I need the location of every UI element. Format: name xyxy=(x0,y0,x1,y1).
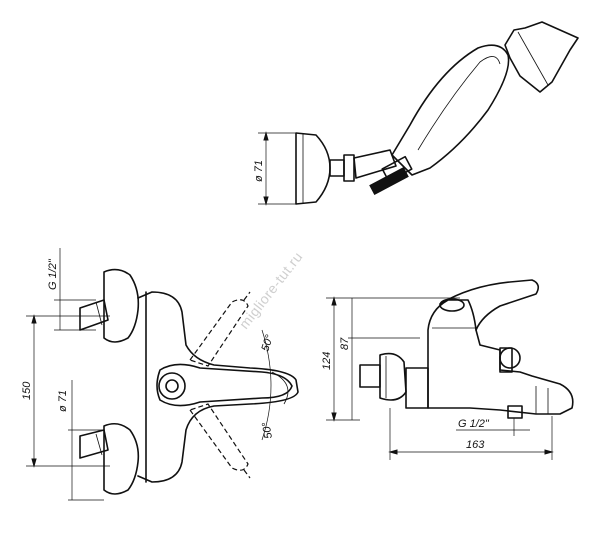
side-view: 124 87 G 1/2" 163 xyxy=(321,279,574,460)
side-height-overall-label: 124 xyxy=(321,352,333,370)
side-flange xyxy=(379,352,407,401)
shower-bracket-nut xyxy=(329,159,345,177)
mixer-body xyxy=(137,291,299,483)
side-body-nut xyxy=(405,367,429,409)
shower-handle xyxy=(391,44,510,176)
spout-outline xyxy=(271,371,289,405)
side-lever xyxy=(439,279,540,331)
side-dim163-arrows xyxy=(388,449,554,455)
hand-shower: ø 71 xyxy=(253,21,579,206)
hose-connector-nut xyxy=(381,155,413,183)
front-height-label: 150 xyxy=(21,381,33,400)
side-dim124-arrows xyxy=(331,296,337,422)
shower-holder-arm xyxy=(353,149,397,179)
shower-head xyxy=(504,21,579,93)
angle-upper-label: 50° xyxy=(259,333,276,353)
shower-bracket-collar xyxy=(343,154,355,182)
lever-lower-swing xyxy=(189,403,251,479)
angle-lower-label: 50° xyxy=(260,421,275,440)
angle-arc xyxy=(261,329,272,441)
side-thread-label: G 1/2" xyxy=(458,418,490,430)
lever-pivot-inner xyxy=(165,379,179,393)
shower-bracket-disk xyxy=(295,132,331,205)
side-height-inner-label: 87 xyxy=(339,337,351,350)
shower-handle-inner xyxy=(417,56,501,151)
watermark: migliore-tut.ru xyxy=(236,249,306,332)
lever-pivot-outer xyxy=(158,372,186,400)
diverter-knob xyxy=(499,347,521,369)
lower-eccentric-flange xyxy=(103,422,140,495)
hose-outlet xyxy=(507,405,523,419)
side-inlet-pipe xyxy=(359,364,381,388)
front-view: 50° 50° G 1/2" 150 ø 71 xyxy=(21,248,299,501)
shower-diameter-label: ø 71 xyxy=(253,160,265,182)
front-diameter-label: ø 71 xyxy=(57,390,69,412)
height-dim-arrows xyxy=(31,314,37,468)
side-length-label: 163 xyxy=(466,439,485,451)
front-thread-label: G 1/2" xyxy=(47,258,59,290)
shower-dim-arrows xyxy=(263,131,269,206)
upper-inlet-line xyxy=(95,301,103,326)
lower-inlet-line xyxy=(95,433,103,456)
lower-inlet-pipe xyxy=(79,429,109,459)
upper-eccentric-flange xyxy=(103,268,140,343)
lever-handle xyxy=(156,363,293,407)
shower-head-line xyxy=(517,31,549,86)
side-lever-cap xyxy=(439,298,465,312)
lever-upper-swing xyxy=(189,291,251,367)
